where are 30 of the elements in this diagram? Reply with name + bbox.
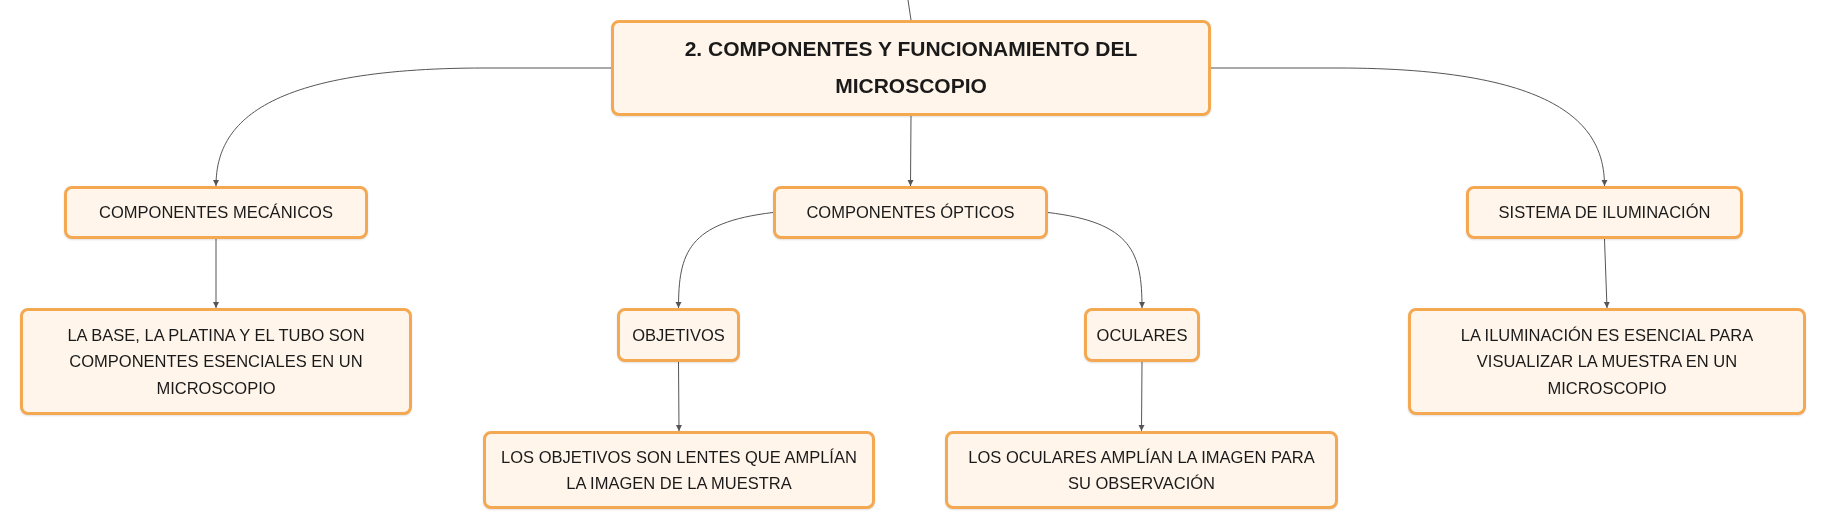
topic-box: [773, 186, 1048, 239]
node-text: 2. COMPONENTES Y FUNCIONAMIENTO DEL MICROSCOPIO: [683, 36, 1139, 99]
arrow: [1047, 212, 1145, 309]
node-text: LA BASE, LA PLATINA Y EL TUBO SON COMPONENTES ESENCIALES EN UN MICROSCOPIO: [66, 324, 366, 399]
arrow: [675, 361, 682, 432]
title-node: [611, 20, 1211, 116]
node-text: COMPONENTES ÓPTICOS: [806, 202, 1015, 224]
topic-box: [1408, 308, 1806, 415]
node-text: OCULARES: [1096, 324, 1188, 346]
node-text: LA ILUMINACIÓN ES ESENCIAL PARA VISUALIZAR LA MUESTRA EN UN MICROSCOPIO: [1459, 324, 1755, 399]
arrow: [907, 115, 914, 187]
arrow: [675, 212, 774, 309]
arrow: [1603, 238, 1610, 309]
topic-box: [20, 308, 412, 415]
arrow: [213, 67, 612, 187]
connector-line: [907, 0, 912, 21]
topic-box: [617, 308, 740, 362]
node-text: OBJETIVOS: [632, 324, 725, 346]
topic-box: [945, 431, 1338, 509]
topic-box: [1466, 186, 1743, 239]
node-text: SISTEMA DE ILUMINACIÓN: [1498, 202, 1711, 224]
arrow: [1138, 361, 1145, 432]
topic-box: [64, 186, 368, 239]
topic-box: [1084, 308, 1200, 362]
node-text: COMPONENTES MECÁNICOS: [99, 202, 333, 224]
node-text: LOS OBJETIVOS SON LENTES QUE AMPLÍAN LA IMAGEN DE LA MUESTRA: [500, 446, 858, 494]
node-text: LOS OCULARES AMPLÍAN LA IMAGEN PARA SU OBSERVACIÓN: [967, 446, 1316, 494]
arrow: [1210, 67, 1608, 187]
topic-box: [483, 431, 875, 509]
arrow: [213, 238, 219, 309]
